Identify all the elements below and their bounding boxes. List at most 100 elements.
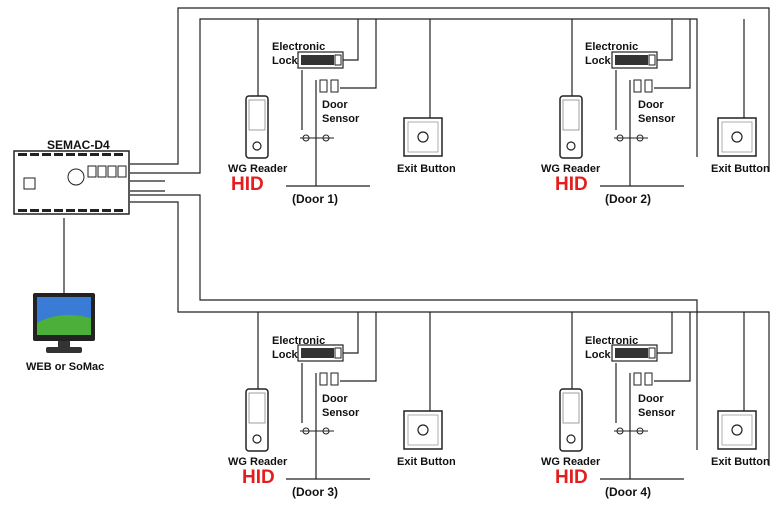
- lock-wire: [657, 19, 673, 61]
- exit-button-icon: [717, 410, 757, 450]
- controller-terminal: [18, 153, 27, 156]
- monitor-stand: [46, 347, 82, 353]
- door-knob-right: [322, 427, 330, 435]
- door-4-lock-label-1: Electronic: [585, 335, 639, 347]
- door-sensor-magnet: [330, 79, 339, 93]
- door-unit-1: [245, 19, 443, 187]
- computer-monitor-icon: [33, 293, 95, 353]
- door-1-reader-label: WG Reader: [228, 163, 288, 175]
- door-unit-3: [245, 312, 443, 480]
- door-4-sensor-label-2: Sensor: [638, 407, 676, 419]
- computer-label: WEB or SoMac: [26, 361, 105, 373]
- lock-plate: [648, 54, 656, 66]
- controller-terminal: [42, 153, 51, 156]
- exit-button-icon: [403, 117, 443, 157]
- door-4-lock-label-2: Lock: [585, 349, 611, 361]
- lock-plate: [648, 347, 656, 359]
- door-2-name: (Door 2): [605, 192, 651, 206]
- controller-battery: [67, 168, 85, 186]
- door-sensor-icon: [319, 372, 328, 386]
- door-4-name: (Door 4): [605, 485, 651, 499]
- controller-relay: [107, 165, 117, 178]
- controller-terminal: [30, 209, 39, 212]
- door-1-hid-brand: HID: [231, 174, 264, 195]
- controller-terminal: [30, 153, 39, 156]
- lock-magnet: [615, 348, 648, 358]
- lock-plate: [334, 54, 342, 66]
- door-2-sensor-label-1: Door: [638, 99, 664, 111]
- wire-bus-bottom-inner: [130, 194, 698, 450]
- reader-face: [248, 392, 266, 424]
- reader-led: [566, 141, 576, 151]
- reader-led: [252, 141, 262, 151]
- exit-button-plate: [721, 121, 753, 153]
- door-2-hid-brand: HID: [555, 174, 588, 195]
- controller-terminal: [78, 153, 87, 156]
- controller-relay: [87, 165, 97, 178]
- lock-wire: [657, 312, 673, 354]
- controller-terminal: [90, 209, 99, 212]
- monitor-neck: [58, 341, 70, 347]
- door-sensor-magnet: [644, 372, 653, 386]
- controller-terminal: [102, 209, 111, 212]
- lock-plate: [334, 347, 342, 359]
- exit-button-press: [417, 424, 429, 436]
- controller-terminal: [18, 209, 27, 212]
- lock-magnet: [301, 348, 334, 358]
- monitor-screen-hill: [37, 314, 91, 335]
- door-unit-2: [559, 19, 757, 187]
- door-sensor-icon: [633, 79, 642, 93]
- exit-button-plate: [407, 414, 439, 446]
- door-2-sensor-label-2: Sensor: [638, 113, 676, 125]
- controller-terminal: [78, 209, 87, 212]
- door-3-lock-label-1: Electronic: [272, 335, 326, 347]
- wire-bus-bottom-outer: [130, 201, 770, 466]
- door-4-reader-label: WG Reader: [541, 456, 601, 468]
- controller-relay: [97, 165, 107, 178]
- door-1-sensor-label-2: Sensor: [322, 113, 360, 125]
- door-knob-left: [616, 427, 624, 435]
- exit-button-press: [417, 131, 429, 143]
- wg-reader-icon: [245, 388, 269, 452]
- door-3-lock-label-2: Lock: [272, 349, 298, 361]
- door-1-sensor-label-1: Door: [322, 99, 348, 111]
- reader-led: [566, 434, 576, 444]
- door-knob-left: [302, 134, 310, 142]
- door-1-lock-label-1: Electronic: [272, 41, 326, 53]
- door-3-exit-label: Exit Button: [397, 456, 456, 468]
- wg-reader-icon: [559, 95, 583, 159]
- controller-terminal: [66, 209, 75, 212]
- door-knob-right: [636, 134, 644, 142]
- door-2-lock-label-2: Lock: [585, 55, 611, 67]
- controller-label: SEMAC-D4: [47, 138, 110, 152]
- lock-wire: [343, 312, 359, 354]
- reader-led: [252, 434, 262, 444]
- door-2-lock-label-1: Electronic: [585, 41, 639, 53]
- door-3-sensor-label-1: Door: [322, 393, 348, 405]
- door-sensor-icon: [319, 79, 328, 93]
- door-1-exit-label: Exit Button: [397, 163, 456, 175]
- door-sensor-magnet: [330, 372, 339, 386]
- wire-bus-top-outer: [130, 7, 770, 172]
- semac-d4-controller: [13, 150, 130, 215]
- door-1-lock-label-2: Lock: [272, 55, 298, 67]
- controller-terminal: [54, 153, 63, 156]
- exit-button-plate: [407, 121, 439, 153]
- lock-magnet: [615, 55, 648, 65]
- door-1-name: (Door 1): [292, 192, 338, 206]
- controller-terminal: [54, 209, 63, 212]
- door-sensor-magnet: [644, 79, 653, 93]
- door-3-sensor-label-2: Sensor: [322, 407, 360, 419]
- door-4-hid-brand: HID: [555, 467, 588, 488]
- reader-face: [562, 392, 580, 424]
- door-3-reader-label: WG Reader: [228, 456, 288, 468]
- controller-body: [13, 150, 130, 215]
- controller-terminal: [102, 153, 111, 156]
- door-knob-left: [302, 427, 310, 435]
- controller-relay: [117, 165, 127, 178]
- sensor-wire: [654, 19, 691, 89]
- controller-chip: [23, 177, 36, 190]
- wg-reader-icon: [559, 388, 583, 452]
